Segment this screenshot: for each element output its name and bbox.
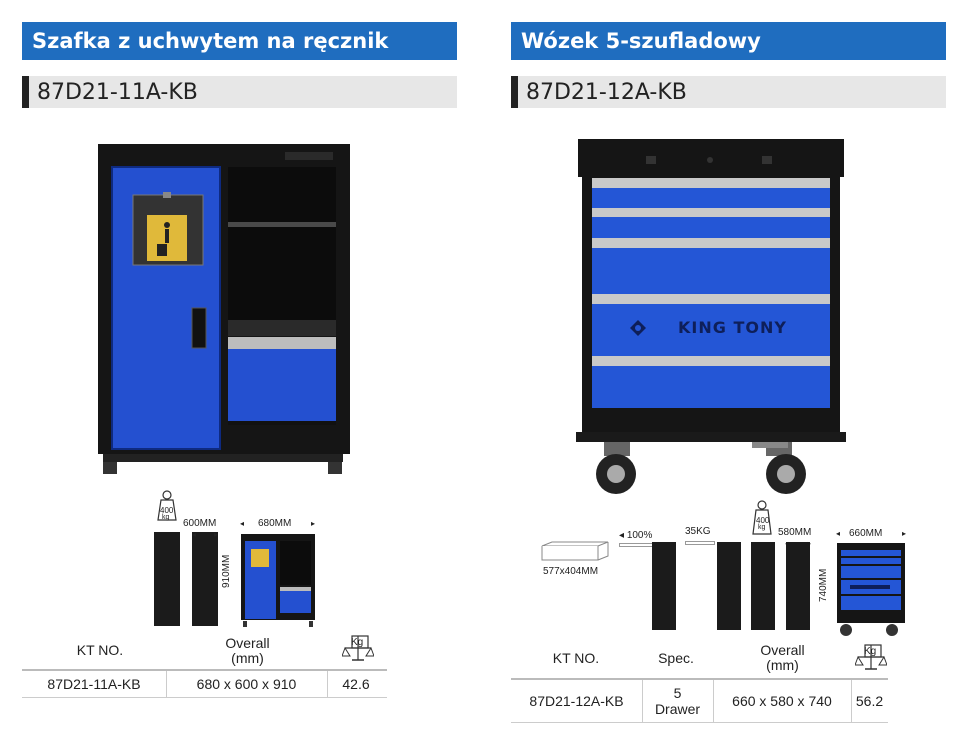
cabinet-thumbnail	[241, 534, 315, 627]
left-row-kt-no: 87D21-11A-KB	[47, 676, 141, 692]
right-load-unit: kg	[758, 524, 766, 531]
right-title: Wózek 5-szufladowy	[521, 29, 761, 53]
left-code: 87D21-11A-KB	[37, 79, 198, 105]
right-col-overall: Overall (mm)	[760, 642, 805, 673]
right-side-profile-d	[786, 542, 810, 630]
trolley-brand: KING TONY	[678, 318, 787, 337]
drawer-size-label: 577x404MM	[543, 566, 599, 577]
left-height-label: 910MM	[221, 554, 232, 588]
right-table-sep-3	[851, 680, 852, 722]
right-width-arrow: ◂▸	[836, 529, 906, 538]
right-table-divider	[511, 678, 888, 680]
left-row-weight: 42.6	[342, 676, 370, 692]
left-load-unit: kg	[162, 514, 170, 521]
right-col-kt-no: KT NO.	[552, 650, 600, 666]
left-row-overall: 680 x 600 x 910	[196, 676, 297, 692]
weight-scale-icon	[342, 635, 374, 661]
cabinet-image	[98, 144, 350, 474]
drawer-tray-icon	[541, 541, 609, 561]
right-weight-header: Kg	[864, 646, 877, 657]
left-title: Szafka z uchwytem na ręcznik	[32, 29, 389, 53]
right-load-label: 400	[756, 516, 770, 525]
left-width-arrow: ◂▸	[240, 519, 315, 528]
left-table-divider	[22, 669, 387, 671]
right-height-label: 740MM	[818, 568, 829, 602]
right-depth-label: 580MM	[778, 527, 812, 538]
right-side-profile-c	[751, 542, 775, 630]
left-depth-label: 600MM	[183, 518, 217, 529]
drawer-load-label: 35KG	[685, 526, 711, 537]
right-table-sep-2	[713, 680, 714, 722]
trolley-thumbnail	[837, 543, 905, 636]
right-row-spec: 5 Drawer	[654, 685, 701, 717]
drawer-load-arrow	[685, 541, 715, 545]
left-table-sep-2	[327, 671, 328, 697]
left-width-label: 680MM	[258, 518, 292, 529]
right-code-bar: 87D21-12A-KB	[511, 76, 946, 108]
load-weight-icon	[157, 490, 177, 521]
right-col-spec: Spec.	[658, 650, 694, 666]
code-marker	[22, 76, 29, 108]
right-side-profile-a	[652, 542, 676, 630]
extension-label: ◂ 100%	[619, 530, 653, 541]
right-row-weight: 56.2	[855, 693, 884, 709]
load-weight-icon	[752, 500, 772, 535]
left-table-sep-1	[166, 671, 167, 697]
right-title-bar: Wózek 5-szufladowy	[511, 22, 946, 60]
left-load-label: 400	[160, 506, 174, 515]
left-code-bar: 87D21-11A-KB	[22, 76, 457, 108]
trolley-image	[576, 139, 846, 494]
left-col-overall: Overall (mm)	[225, 635, 270, 666]
right-side-profile-b	[717, 542, 741, 630]
left-side-profile-a	[154, 532, 180, 626]
right-table-sep-1	[642, 680, 643, 722]
code-marker	[511, 76, 518, 108]
right-width-label: 660MM	[849, 528, 883, 539]
left-side-profile-b	[192, 532, 218, 626]
right-row-overall: 660 x 580 x 740	[732, 693, 832, 709]
left-depth-arrow: ◂▸	[192, 530, 218, 539]
weight-scale-icon	[855, 644, 887, 670]
left-table-bottom	[22, 697, 387, 698]
right-row-kt-no: 87D21-12A-KB	[529, 693, 624, 709]
right-table-bottom	[511, 722, 888, 723]
left-col-kt-no: KT NO.	[76, 642, 124, 658]
left-title-bar: Szafka z uchwytem na ręcznik	[22, 22, 457, 60]
right-code: 87D21-12A-KB	[526, 79, 687, 105]
left-weight-header: Kg	[351, 637, 364, 648]
